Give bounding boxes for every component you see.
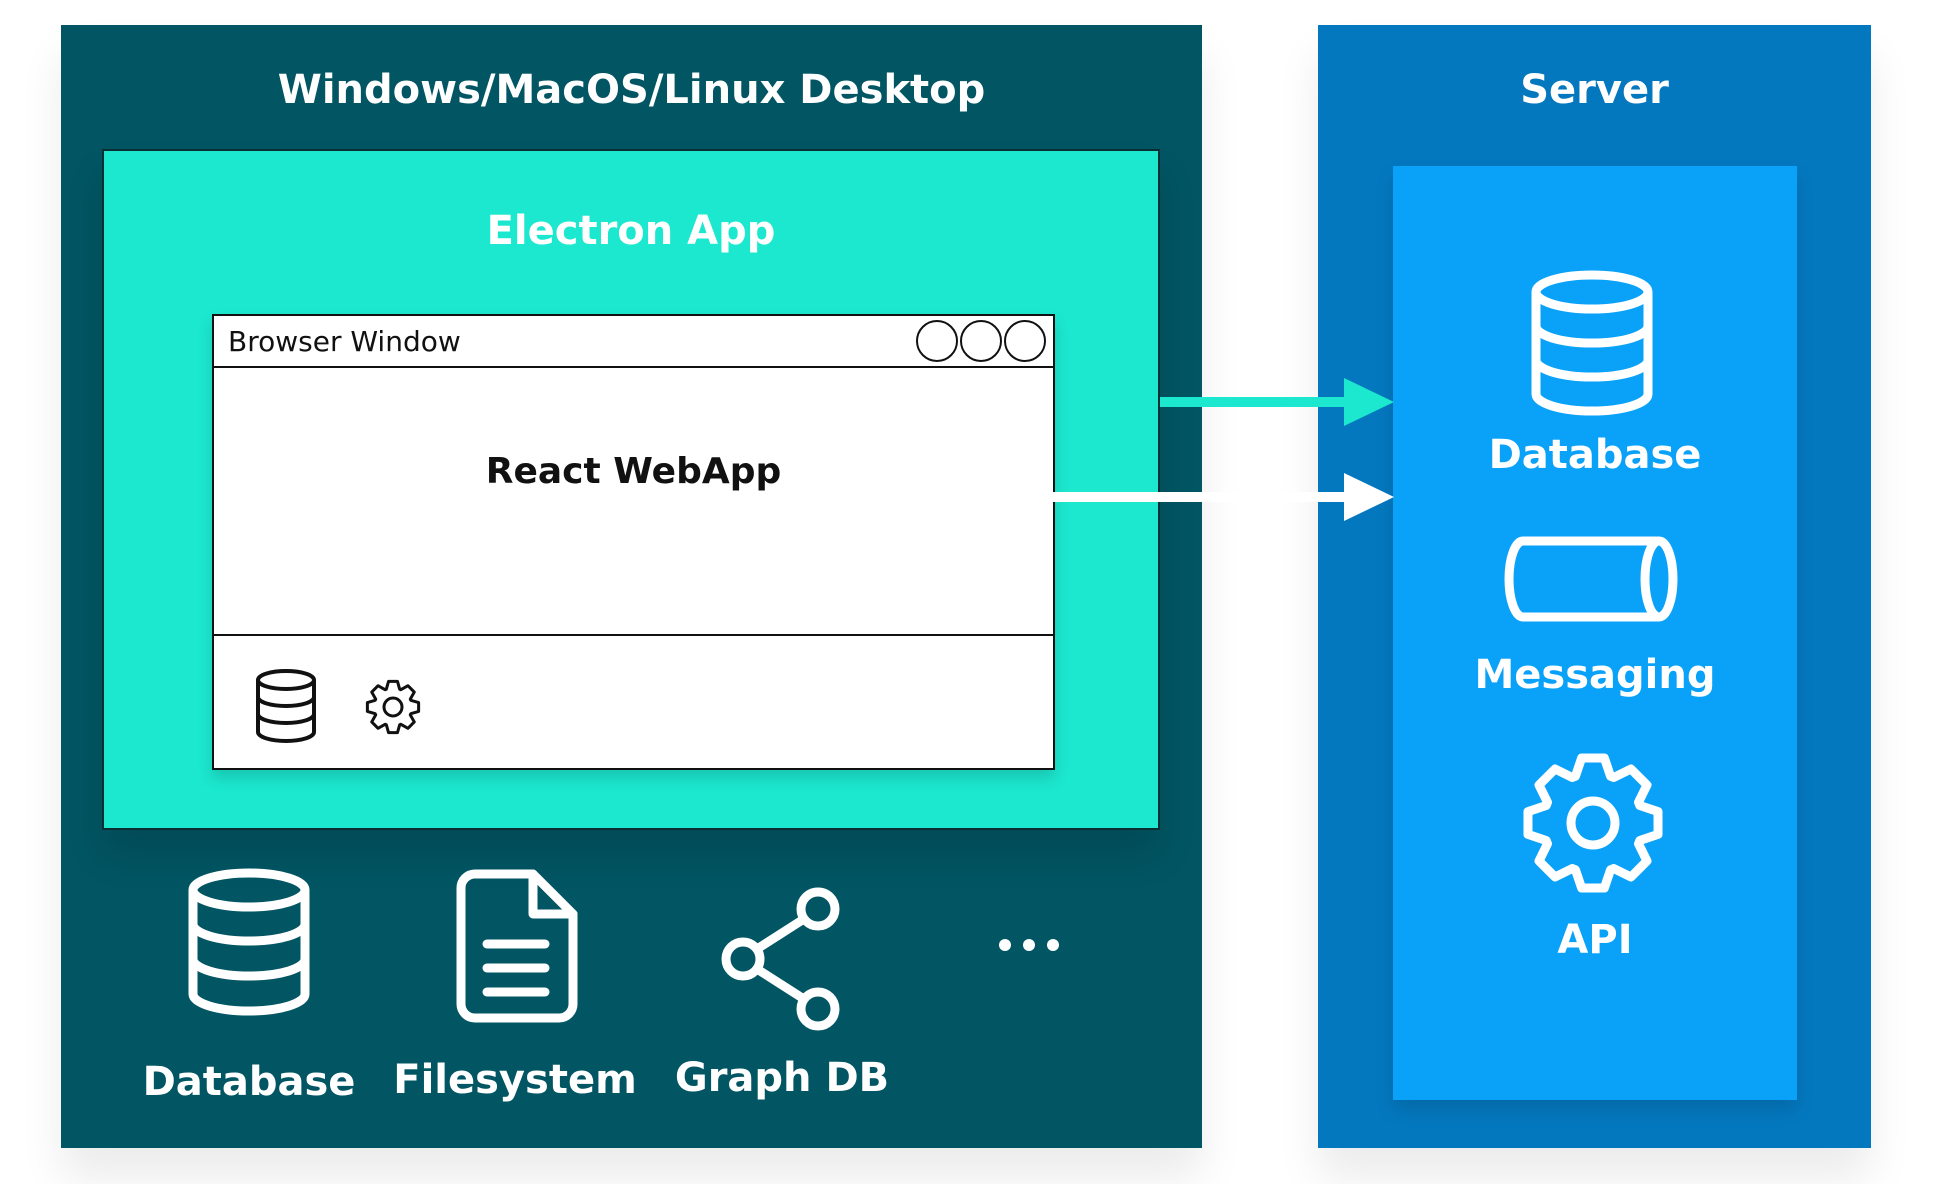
server-label-messaging: Messaging — [1474, 652, 1716, 698]
database-icon — [1531, 270, 1653, 416]
browser-window: Browser Window React WebApp — [212, 314, 1055, 770]
database-icon — [188, 868, 310, 1016]
react-webapp-label: React WebApp — [485, 450, 782, 492]
server-label-database: Database — [1488, 432, 1702, 478]
server-label-api: API — [1557, 917, 1633, 963]
cylinder-icon — [1504, 536, 1678, 622]
file-icon — [456, 869, 578, 1023]
bottom-label-database: Database — [142, 1059, 356, 1105]
server-panel: Server Database Messaging API — [1318, 25, 1871, 1148]
electron-app-title: Electron App — [486, 208, 776, 254]
gear-icon — [365, 679, 421, 735]
window-control-circle-icon[interactable] — [1004, 320, 1046, 362]
desktop-title: Windows/MacOS/Linux Desktop — [277, 67, 986, 113]
browser-footer — [214, 634, 1053, 768]
gear-icon — [1523, 753, 1663, 893]
bottom-label-filesystem: Filesystem — [393, 1057, 637, 1103]
bottom-label-graph-db: Graph DB — [674, 1055, 890, 1101]
database-icon — [256, 669, 316, 743]
desktop-panel: Windows/MacOS/Linux Desktop Electron App… — [61, 25, 1202, 1148]
server-title: Server — [1520, 67, 1669, 113]
share-graph-icon — [721, 887, 840, 1031]
electron-app-panel: Electron App Browser Window React WebApp — [102, 149, 1160, 830]
ellipsis-icon — [999, 939, 1059, 951]
window-control-circle-icon[interactable] — [960, 320, 1002, 362]
window-control-circle-icon[interactable] — [916, 320, 958, 362]
browser-titlebar: Browser Window — [214, 316, 1053, 368]
server-services-panel: Database Messaging API — [1393, 166, 1797, 1100]
browser-window-title: Browser Window — [228, 324, 461, 358]
